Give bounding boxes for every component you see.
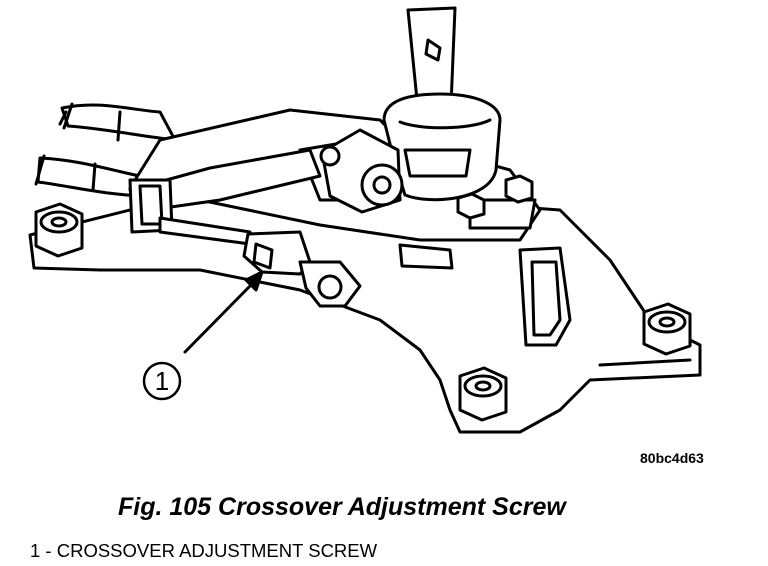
linkage-arm	[128, 128, 404, 234]
crossover-rod	[158, 216, 454, 308]
figure-caption: Fig. 105 Crossover Adjustment Screw	[118, 493, 566, 521]
callout-number: 1	[155, 366, 169, 396]
housing-bolt	[456, 174, 534, 220]
legend-item: 1 - CROSSOVER ADJUSTMENT SCREW	[30, 540, 378, 561]
callout-marker	[142, 361, 182, 401]
mounting-nut-front	[458, 366, 508, 422]
mounting-nut-right	[642, 302, 692, 356]
figure-image-id: 80bc4d63	[640, 450, 704, 466]
mounting-nut-left	[34, 202, 84, 258]
shifter-cables	[34, 102, 177, 198]
lever-pivot-cup	[382, 92, 502, 202]
shifter-assembly-illustration: 1	[28, 6, 702, 434]
callout-arrow	[183, 270, 264, 354]
